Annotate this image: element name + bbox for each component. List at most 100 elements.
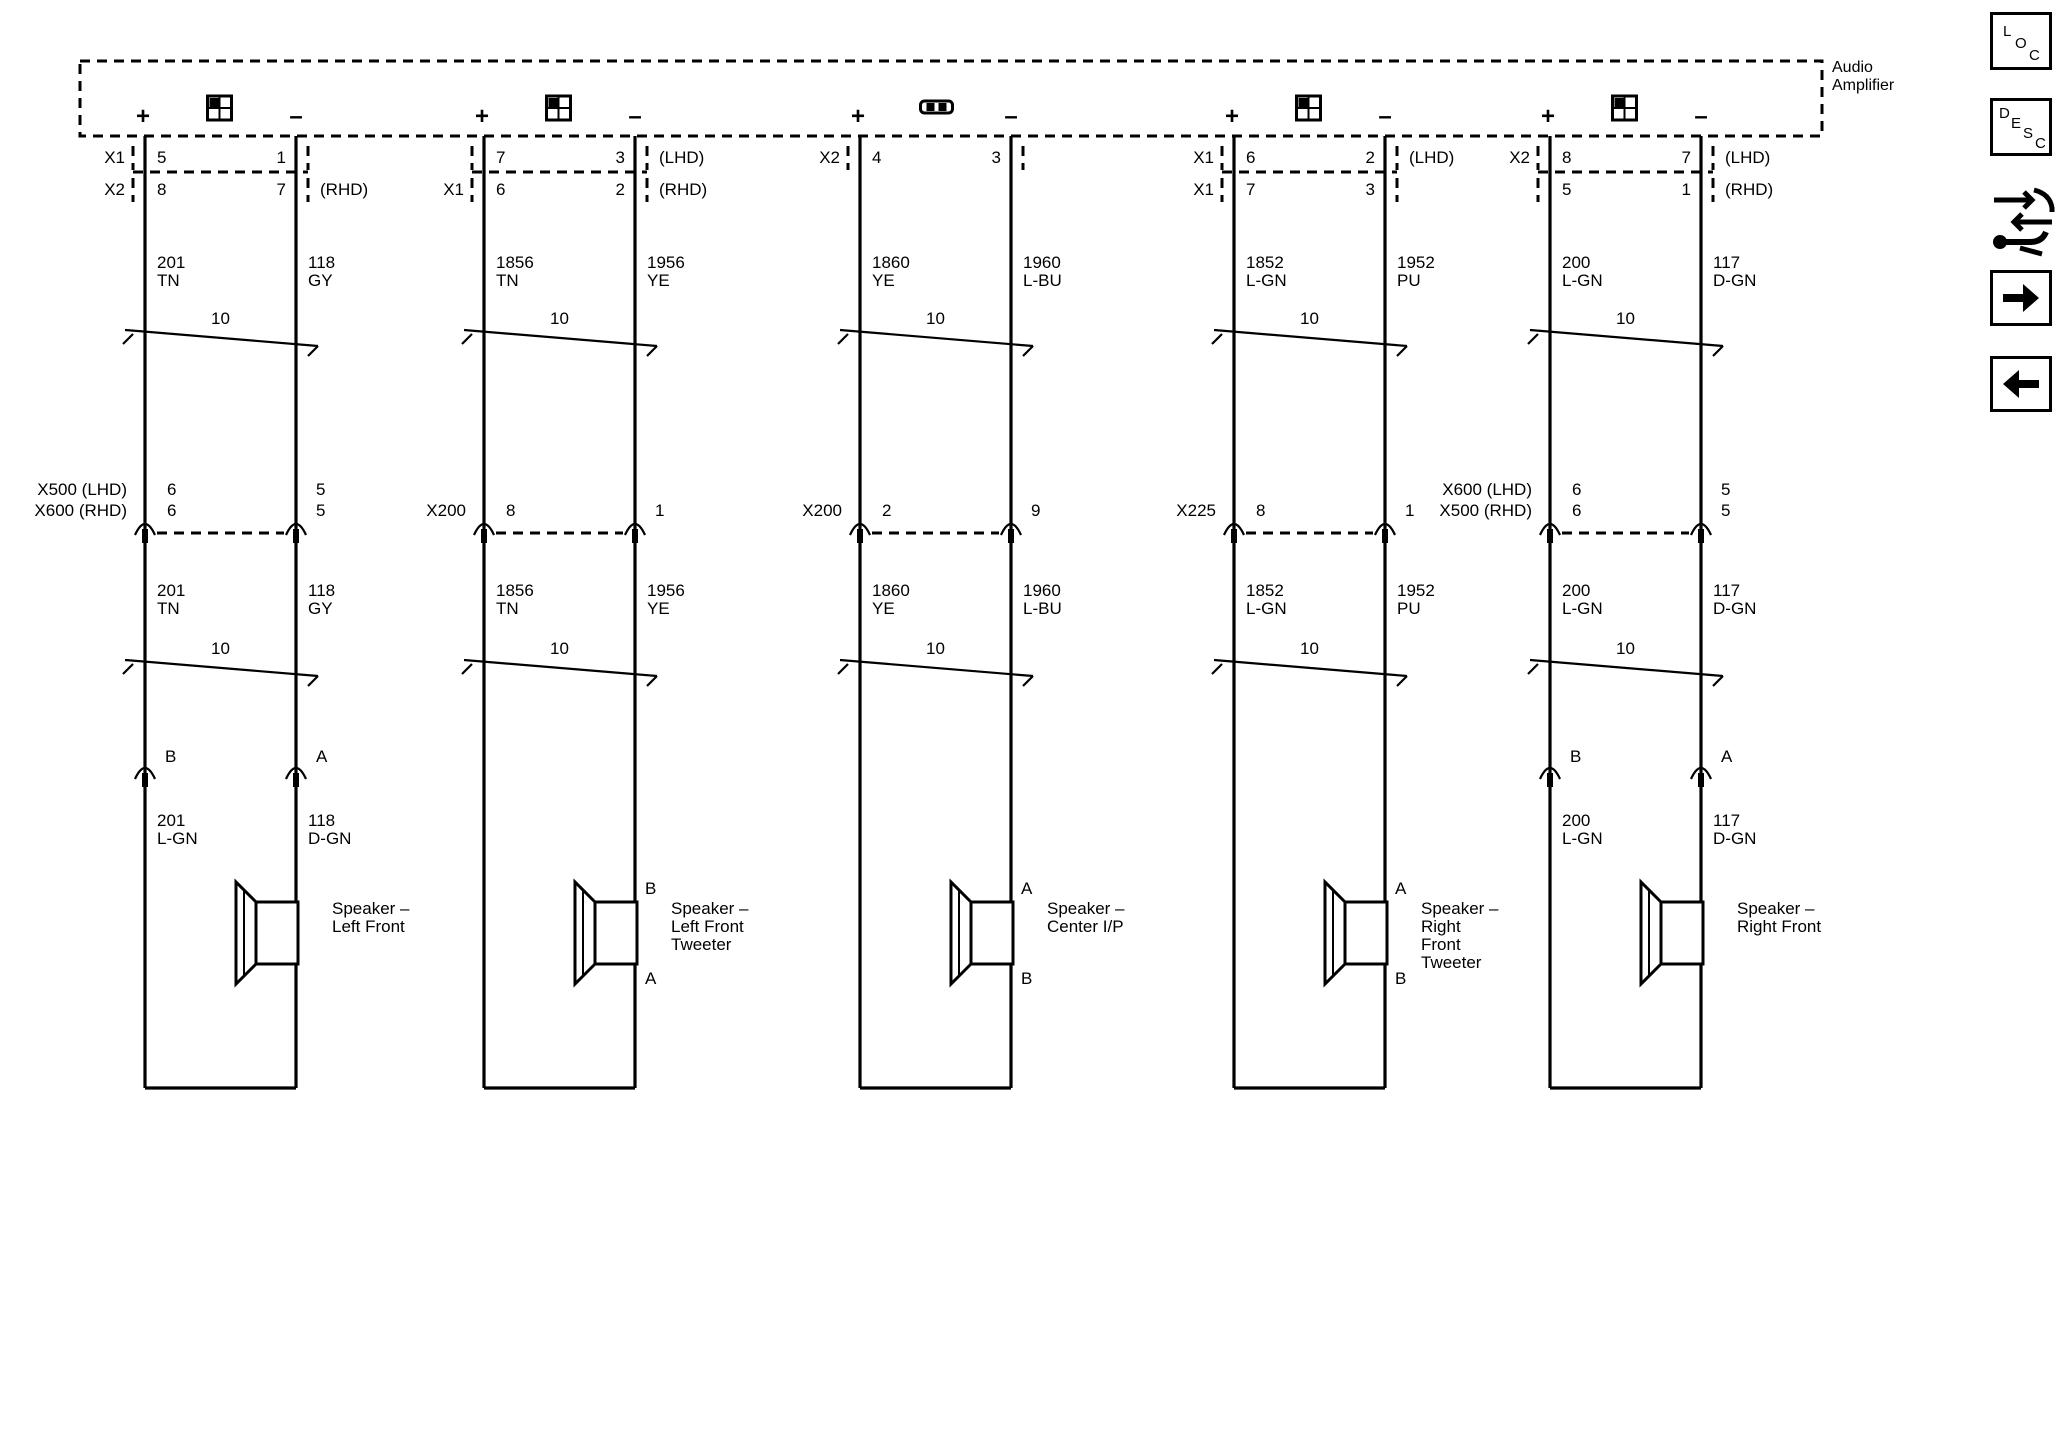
speaker-minus-color: D-GN (308, 829, 351, 848)
minus-sign: – (1004, 103, 1017, 130)
twist-rate: 10 (926, 309, 945, 328)
speaker-magnet (1659, 900, 1705, 966)
inline-minus-pin: 5 (316, 501, 325, 520)
plus-pin-number: 5 (1562, 180, 1571, 199)
speaker-label: Speaker – (1421, 899, 1499, 918)
speaker-magnet-outline (969, 900, 1015, 966)
minus-circuit-number: 1952 (1397, 253, 1435, 272)
module-name-line1: Audio (1832, 59, 1873, 76)
inline-plus-pin: 6 (1572, 501, 1581, 520)
desc-letter-e: E (2011, 115, 2022, 132)
minus-wire-color: YE (647, 599, 670, 618)
twist-rate: 10 (1300, 309, 1319, 328)
speaker-wire-gap (632, 902, 638, 964)
plus-circuit-number: 200 (1562, 253, 1590, 272)
plus-pin-number: 6 (496, 180, 505, 199)
speaker-label: Tweeter (1421, 953, 1482, 972)
minus-sign: – (628, 103, 641, 130)
plus-wire-color: TN (157, 271, 180, 290)
speaker-label: Right (1421, 917, 1461, 936)
inline-connector-id: X200 (802, 501, 842, 520)
speaker-pin-top: B (645, 879, 656, 898)
drive-note: (LHD) (1409, 148, 1454, 167)
next-page-button[interactable] (1990, 270, 2052, 326)
amplifier-module-outline (78, 59, 1824, 138)
plus-wire-color: L-GN (1562, 271, 1603, 290)
plus-sign: + (475, 103, 489, 130)
twisted-pair-symbol (122, 658, 319, 687)
speaker-wire-gap (1698, 902, 1704, 964)
inline-connector-id: X500 (RHD) (1439, 501, 1532, 520)
twist-rate: 10 (550, 309, 569, 328)
speaker-magnet-outline (593, 900, 639, 966)
speaker-minus-circuit: 117 (1713, 811, 1740, 830)
twisted-pair-symbol (461, 658, 658, 687)
plus-circuit-number: 201 (157, 253, 185, 272)
connector-tool-button[interactable] (1990, 182, 2056, 258)
plus-circuit-number: 1856 (496, 581, 534, 600)
minus-circuit-number: 1960 (1023, 581, 1061, 600)
speaker-pin-bottom: A (645, 969, 657, 988)
speaker-cone (573, 878, 597, 988)
connector-id: X2 (104, 180, 125, 199)
minus-wire-color: YE (647, 271, 670, 290)
plus-pin-number: 5 (157, 148, 166, 167)
previous-page-button[interactable] (1990, 356, 2052, 412)
inline-terminal-minus-cap (1373, 522, 1397, 536)
speaker-magnet-outline (1659, 900, 1705, 966)
inline-terminal-minus-cap (623, 522, 647, 536)
speaker-magnet (593, 900, 639, 966)
inline-terminal-plus-cap (1222, 522, 1246, 536)
speaker-wire-gap (293, 902, 299, 964)
drive-note: (LHD) (659, 148, 704, 167)
desc-letter-d: D (1999, 105, 2010, 122)
minus-wire-color: PU (1397, 599, 1421, 618)
speaker-magnet-outline (1343, 900, 1389, 966)
minus-pin-number: 1 (1682, 180, 1691, 199)
minus-wire-color: D-GN (1713, 599, 1756, 618)
connector-id: X2 (1509, 148, 1530, 167)
minus-circuit-number: 117 (1713, 581, 1740, 600)
plus-circuit-number: 1860 (872, 253, 910, 272)
terminal-icon-fill (1614, 98, 1625, 108)
plus-wire-color: TN (496, 599, 519, 618)
inline-minus-pin: 1 (1405, 501, 1414, 520)
minus-circuit-number: 1956 (647, 581, 685, 600)
twisted-pair-symbol (1211, 328, 1408, 357)
plus-wire-color: YE (872, 271, 895, 290)
plus-circuit-number: 201 (157, 581, 185, 600)
next-arrow-icon (2003, 284, 2039, 312)
twist-rate: 10 (550, 639, 569, 658)
speaker-plus-circuit: 200 (1562, 811, 1590, 830)
speaker-cone (1323, 878, 1347, 988)
inline-minus-pin: 5 (1721, 480, 1730, 499)
loc-letter-l: L (2003, 23, 2012, 40)
loc-button[interactable]: L O C (1990, 12, 2052, 70)
plus-sign: + (1541, 103, 1555, 130)
minus-wire-color: GY (308, 599, 333, 618)
speaker-cone (234, 878, 258, 988)
plus-pin-number: 6 (1246, 148, 1255, 167)
speaker-magnet (1343, 900, 1389, 966)
speaker-terminal-minus-cap (284, 766, 308, 780)
speaker-minus-color: D-GN (1713, 829, 1756, 848)
plus-pin-number: 7 (496, 148, 505, 167)
speaker-plus-color: L-GN (1562, 829, 1603, 848)
inline-minus-pin: 5 (1721, 501, 1730, 520)
inline-plus-pin: 6 (1572, 480, 1581, 499)
plus-wire-color: TN (496, 271, 519, 290)
speaker-label: Front (1421, 935, 1461, 954)
speaker-cone (949, 878, 973, 988)
desc-letter-c: C (2035, 135, 2046, 152)
plus-circuit-number: 200 (1562, 581, 1590, 600)
plus-pin-number: 8 (1562, 148, 1571, 167)
minus-sign: – (1694, 103, 1707, 130)
minus-pin-number: 7 (277, 180, 286, 199)
speaker-pin-bottom: B (1395, 969, 1406, 988)
inline-connector-id: X600 (LHD) (1442, 480, 1532, 499)
plus-wire-color: L-GN (1246, 599, 1287, 618)
desc-button[interactable]: D E S C (1990, 98, 2052, 156)
